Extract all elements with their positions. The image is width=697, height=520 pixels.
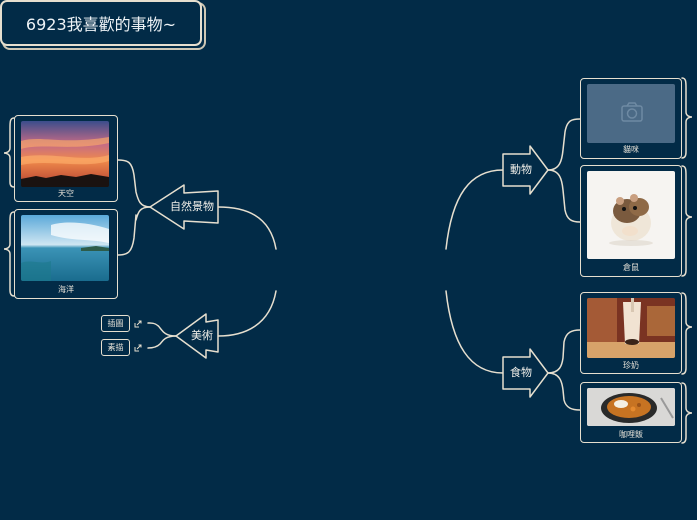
curry-rice-photo — [587, 388, 675, 426]
connector-art — [217, 290, 277, 337]
connector-animals — [445, 169, 504, 250]
node-sketch[interactable]: 素描 — [101, 339, 130, 356]
branch-food-label[interactable]: 食物 — [510, 366, 532, 379]
caption-hamster: 倉鼠 — [623, 263, 639, 272]
branch-nature-label[interactable]: 自然景物 — [170, 200, 214, 213]
external-link-icon[interactable] — [134, 344, 142, 352]
card-bubble-tea[interactable]: 珍奶 — [580, 292, 682, 374]
branch-animals-label[interactable]: 動物 — [510, 163, 532, 176]
caption-curry-rice: 咖哩飯 — [619, 430, 643, 439]
arrow-shape-nature — [149, 184, 219, 230]
connector-food — [445, 290, 504, 374]
arrow-shape-art — [175, 313, 219, 359]
card-sky[interactable]: 天空 — [14, 115, 118, 202]
connector-nature — [217, 206, 277, 250]
caption-ocean: 海洋 — [58, 285, 74, 294]
card-curry-rice[interactable]: 咖哩飯 — [580, 382, 682, 443]
card-ocean[interactable]: 海洋 — [14, 209, 118, 299]
external-link-icon[interactable] — [134, 320, 142, 328]
card-hamster[interactable]: 倉鼠 — [580, 165, 682, 277]
ocean-bay-photo — [21, 215, 109, 281]
caption-bubble-tea: 珍奶 — [623, 361, 639, 370]
caption-cat: 貓咪 — [623, 145, 639, 154]
arrow-shape-animals — [502, 145, 549, 195]
card-cat[interactable]: 貓咪 — [580, 78, 682, 159]
central-topic[interactable]: 6923我喜歡的事物~ — [0, 0, 202, 46]
bubble-tea-photo — [587, 298, 675, 358]
sunset-sky-photo — [21, 121, 109, 187]
arrow-shape-food — [502, 348, 549, 398]
branch-art-label[interactable]: 美術 — [191, 329, 213, 342]
caption-sky: 天空 — [58, 189, 74, 198]
node-illustration[interactable]: 插圖 — [101, 315, 130, 332]
hamster-photo — [587, 171, 675, 259]
camera-placeholder-icon — [587, 84, 675, 143]
